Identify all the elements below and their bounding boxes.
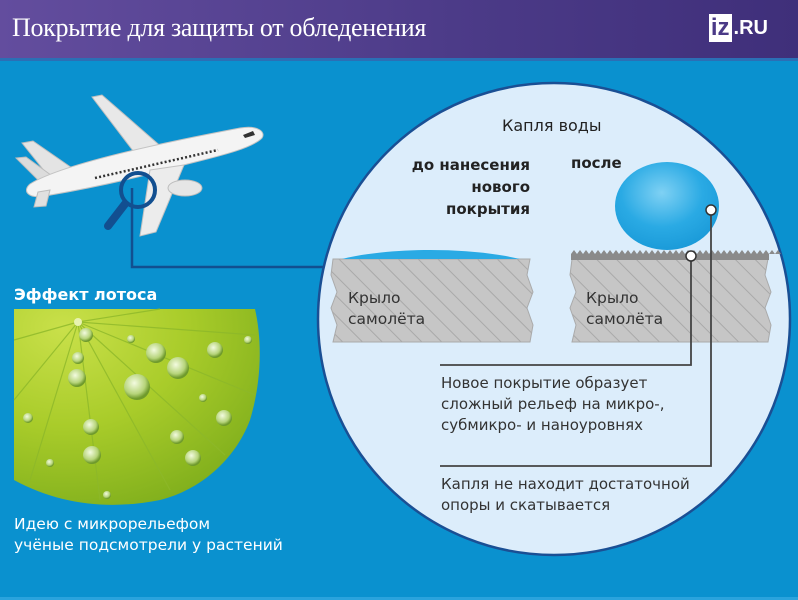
iz-logo: iz .RU bbox=[708, 14, 768, 42]
note-coating-line2: сложный рельеф на микро-, bbox=[441, 395, 665, 413]
lotus-caption: Идею с микрорельефом учёные подсмотрели … bbox=[14, 514, 283, 556]
lotus-effect-title: Эффект лотоса bbox=[14, 285, 158, 304]
header-bar: Покрытие для защиты от обледенения iz .R… bbox=[0, 0, 798, 58]
airplane-illustration bbox=[14, 94, 264, 237]
wing-label-before: Крыло самолёта bbox=[348, 288, 425, 330]
wing-label-after: Крыло самолёта bbox=[586, 288, 663, 330]
lotus-caption-line1: Идею с микрорельефом bbox=[14, 515, 211, 533]
lotus-caption-line2: учёные подсмотрели у растений bbox=[14, 536, 283, 554]
wing-label-after-line1: Крыло bbox=[586, 289, 639, 307]
water-drop bbox=[615, 162, 719, 250]
callout-dot-drop bbox=[705, 204, 717, 216]
logo-text: .RU bbox=[733, 16, 768, 39]
water-drop-heading: Капля воды bbox=[502, 116, 602, 135]
note-coating-line3: субмикро- и наноуровнях bbox=[441, 416, 644, 434]
wing-label-before-line1: Крыло bbox=[348, 289, 401, 307]
before-label-line1: до нанесения bbox=[411, 156, 530, 174]
before-label: до нанесения нового покрытия bbox=[384, 154, 530, 220]
note-drop: Капля не находит достаточной опоры и ска… bbox=[441, 474, 690, 516]
lotus-leaf-image bbox=[13, 308, 260, 505]
note-coating: Новое покрытие образует сложный рельеф н… bbox=[441, 373, 664, 436]
page-title: Покрытие для защиты от обледенения bbox=[12, 13, 427, 42]
wing-label-after-line2: самолёта bbox=[586, 310, 664, 328]
wing-label-before-line2: самолёта bbox=[348, 310, 426, 328]
note-coating-line1: Новое покрытие образует bbox=[441, 374, 648, 392]
callout-dot-coating bbox=[685, 250, 697, 262]
callout-lines bbox=[440, 211, 712, 467]
wing-block-before bbox=[330, 250, 534, 343]
connector-line bbox=[130, 188, 330, 269]
header-divider bbox=[0, 58, 798, 61]
before-label-line2: нового покрытия bbox=[446, 178, 530, 218]
after-label: после bbox=[571, 154, 622, 172]
footer-strip bbox=[0, 597, 798, 600]
note-drop-line2: опоры и скатывается bbox=[441, 496, 611, 514]
logo-box: iz bbox=[708, 14, 732, 42]
magnifier-icon bbox=[104, 171, 157, 230]
note-drop-line1: Капля не находит достаточной bbox=[441, 475, 690, 493]
